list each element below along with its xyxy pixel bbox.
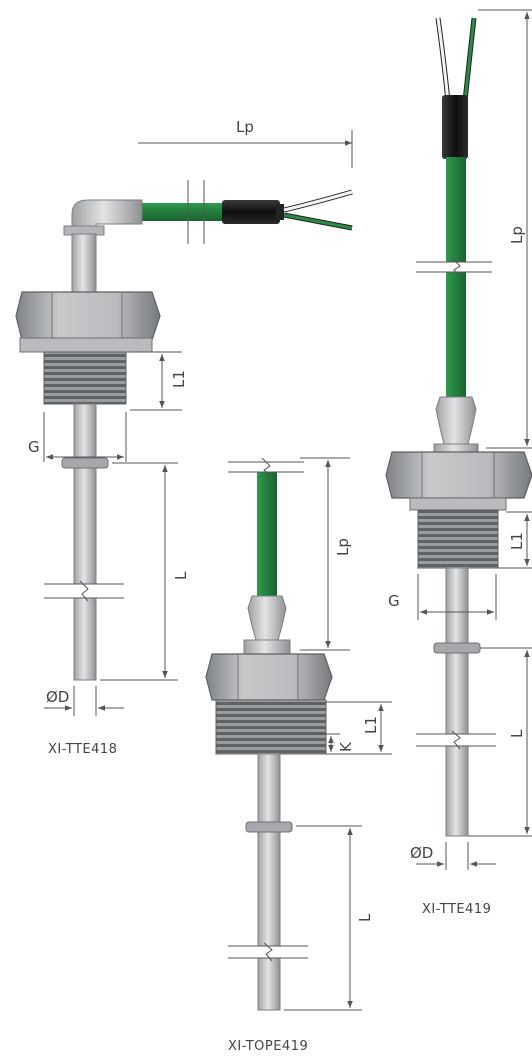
left-probe <box>73 403 97 681</box>
middle-hex-nut <box>205 653 333 701</box>
middle-k-label: K <box>337 741 355 752</box>
right-g-label: G <box>388 592 400 610</box>
sensor-left: Lp L1 G L ØD XI-TTE418 <box>15 118 353 757</box>
left-caption: XI-TTE418 <box>48 742 117 757</box>
right-l-label: L <box>508 729 526 738</box>
left-sleeve <box>222 200 280 224</box>
left-hex-nut <box>15 291 161 341</box>
sensor-middle: Lp L1 K L XI-TOPE419 <box>205 457 392 1054</box>
left-od-label: ØD <box>46 688 69 706</box>
middle-l1-label: L1 <box>362 716 380 734</box>
right-od-label: ØD <box>410 844 433 862</box>
right-l1-label: L1 <box>508 532 526 550</box>
left-elbow <box>71 199 143 233</box>
middle-thread <box>215 699 327 755</box>
right-cable <box>446 157 466 397</box>
left-l1-label: L1 <box>170 370 188 388</box>
left-lp-label: Lp <box>236 118 254 136</box>
middle-l-label: L <box>356 913 374 922</box>
right-caption: XI-TTE419 <box>422 902 491 917</box>
sensor-right: Lp L1 G L ØD XI-TTE419 <box>385 9 532 917</box>
middle-cable <box>257 462 277 596</box>
left-g-label: G <box>28 438 40 456</box>
right-lp-label: Lp <box>508 226 526 244</box>
left-cable <box>138 203 226 221</box>
right-thread <box>417 509 499 569</box>
right-sleeve <box>442 95 468 159</box>
left-l-label: L <box>172 571 190 580</box>
middle-probe <box>257 753 281 1011</box>
right-probe <box>445 567 469 837</box>
middle-lp-label: Lp <box>334 538 352 556</box>
right-hex-nut <box>385 451 532 499</box>
middle-caption: XI-TOPE419 <box>228 1039 308 1054</box>
left-thread <box>43 351 127 405</box>
